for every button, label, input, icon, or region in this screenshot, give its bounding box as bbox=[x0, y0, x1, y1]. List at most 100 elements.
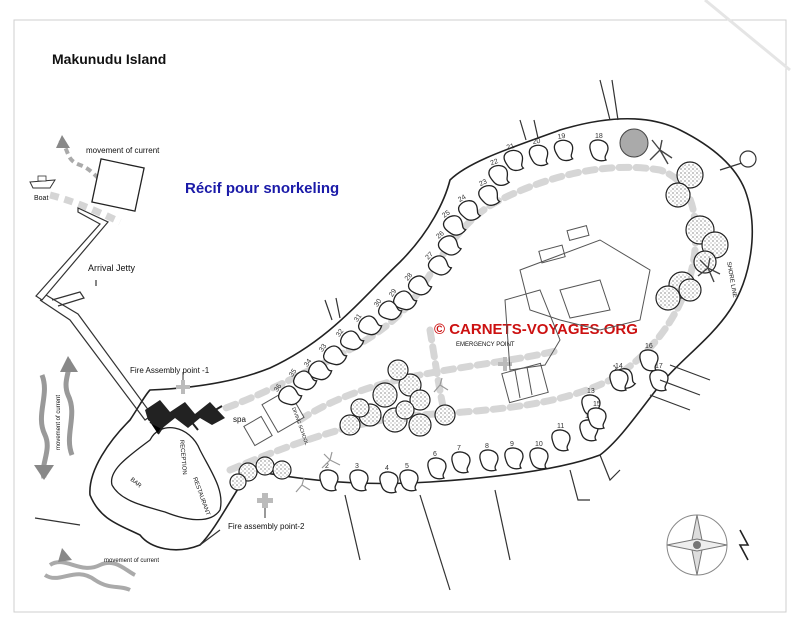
tree-icon-texture bbox=[231, 475, 245, 489]
villa-number: 6 bbox=[433, 451, 437, 458]
villa-number: 26 bbox=[435, 230, 446, 240]
villa: 7 bbox=[451, 445, 471, 474]
villa: 31 bbox=[353, 313, 383, 336]
villa-number: 5 bbox=[405, 463, 409, 470]
tree-icon-texture bbox=[667, 184, 689, 206]
villa: 15 bbox=[587, 401, 607, 430]
movement-of-current-bottom: movement of current bbox=[104, 558, 159, 564]
villa: 5 bbox=[399, 463, 419, 492]
villa-number: 10 bbox=[535, 441, 543, 448]
tree-icon-texture bbox=[436, 406, 454, 424]
villa-number: 30 bbox=[373, 298, 383, 308]
tree-icon-texture bbox=[374, 384, 396, 406]
fire-assembly-point-2-label: Fire assembly point-2 bbox=[228, 522, 305, 531]
emergency-point-label: EMERGENCY POINT bbox=[456, 342, 515, 348]
villa: 2 bbox=[319, 463, 339, 492]
villa-number: 9 bbox=[510, 441, 514, 448]
villa: 8 bbox=[479, 443, 499, 472]
tree-icon-texture bbox=[703, 233, 727, 257]
reef-square bbox=[91, 158, 145, 212]
villa: 27 bbox=[424, 251, 453, 276]
villa: 9 bbox=[504, 441, 524, 470]
tree-icon-texture bbox=[680, 280, 700, 300]
arrival-jetty-label: Arrival Jetty bbox=[88, 263, 136, 273]
villa: 34 bbox=[303, 358, 333, 381]
villa-number: 13 bbox=[587, 388, 595, 395]
tree-icon-texture bbox=[695, 252, 715, 272]
villa: 24 bbox=[457, 194, 482, 221]
tree-icon-texture bbox=[352, 400, 368, 416]
villa: 30 bbox=[373, 298, 403, 321]
tree-icon-texture bbox=[257, 458, 273, 474]
villa: 36 bbox=[273, 383, 303, 406]
island-path-inner bbox=[296, 346, 564, 424]
palm-tree-icon bbox=[145, 400, 225, 435]
boat-label: Boat bbox=[34, 195, 48, 202]
villa-number: 8 bbox=[485, 443, 489, 450]
spa-building bbox=[243, 415, 273, 447]
villa-number: 22 bbox=[489, 158, 499, 167]
villa: 17 bbox=[649, 363, 669, 392]
villa: 11 bbox=[551, 423, 571, 452]
palm-tree-icon bbox=[295, 128, 721, 493]
compass-rose-icon bbox=[666, 514, 728, 576]
villa-number: 7 bbox=[457, 445, 461, 452]
villa: 18 bbox=[589, 133, 609, 162]
villa: 29 bbox=[388, 288, 418, 311]
tree-icon-texture bbox=[397, 402, 413, 418]
piers bbox=[34, 79, 757, 591]
villa-number: 32 bbox=[335, 328, 345, 338]
villa: 4 bbox=[379, 465, 399, 494]
fire-assembly-cross-icon bbox=[257, 493, 273, 518]
villa-number: 25 bbox=[441, 209, 451, 219]
villa-number: 34 bbox=[303, 358, 313, 368]
villa: 14 bbox=[609, 363, 629, 392]
villa-number: 1 bbox=[612, 364, 619, 372]
paper-fold-edge bbox=[704, 0, 791, 72]
villa: 35 bbox=[288, 368, 318, 391]
boat-approach-path bbox=[49, 191, 122, 226]
villa-number: 16 bbox=[645, 343, 653, 350]
tree-cluster bbox=[229, 161, 729, 491]
current-arrow-icon bbox=[34, 356, 78, 480]
tree-icon-texture bbox=[657, 287, 679, 309]
villa-number: 14 bbox=[615, 363, 623, 370]
reception-label: RECEPTION bbox=[178, 440, 187, 475]
emergency-point bbox=[498, 357, 549, 404]
villa-number: 31 bbox=[353, 313, 363, 323]
villa-number: 15 bbox=[593, 401, 601, 408]
villa-number: 21 bbox=[506, 143, 515, 152]
tree-icon-texture bbox=[400, 375, 420, 395]
spa-label: spa bbox=[233, 415, 246, 424]
tree-icon-texture bbox=[389, 361, 407, 379]
villa: 25 bbox=[441, 209, 467, 236]
movement-of-current-top: movement of current bbox=[86, 146, 160, 155]
villa: 6 bbox=[427, 451, 447, 480]
fire-assembly-point-1-label: Fire Assembly point -1 bbox=[130, 366, 210, 375]
current-arrow-icon bbox=[43, 548, 136, 592]
tree-icon-texture bbox=[411, 391, 429, 409]
villa: 26 bbox=[435, 230, 463, 256]
villa-number: 24 bbox=[457, 194, 467, 204]
villa-number: 36 bbox=[273, 383, 283, 393]
north-arrow-icon bbox=[738, 529, 750, 561]
fire-assembly-cross-icon bbox=[176, 372, 190, 394]
villa: 32 bbox=[335, 328, 365, 351]
villa: 22 bbox=[488, 158, 511, 187]
villa-number: 20 bbox=[532, 138, 541, 146]
villa: 3 bbox=[349, 463, 369, 492]
map-title: Makunudu Island bbox=[52, 51, 166, 67]
tree-icon-texture bbox=[240, 464, 256, 480]
villa-number: 28 bbox=[404, 272, 414, 283]
villa-number: 23 bbox=[478, 178, 488, 188]
villa: 28 bbox=[404, 272, 433, 296]
villa-number: 2 bbox=[325, 463, 329, 470]
villa-group: 1234567891011121314151617181920212223242… bbox=[273, 133, 669, 494]
villa-number: 3 bbox=[355, 463, 359, 470]
watermark: © CARNETS-VOYAGES.ORG bbox=[434, 321, 638, 338]
villa: 20 bbox=[528, 138, 549, 167]
villa: 19 bbox=[553, 133, 574, 162]
villa-number: 18 bbox=[595, 133, 603, 140]
boat-icon bbox=[29, 175, 56, 189]
